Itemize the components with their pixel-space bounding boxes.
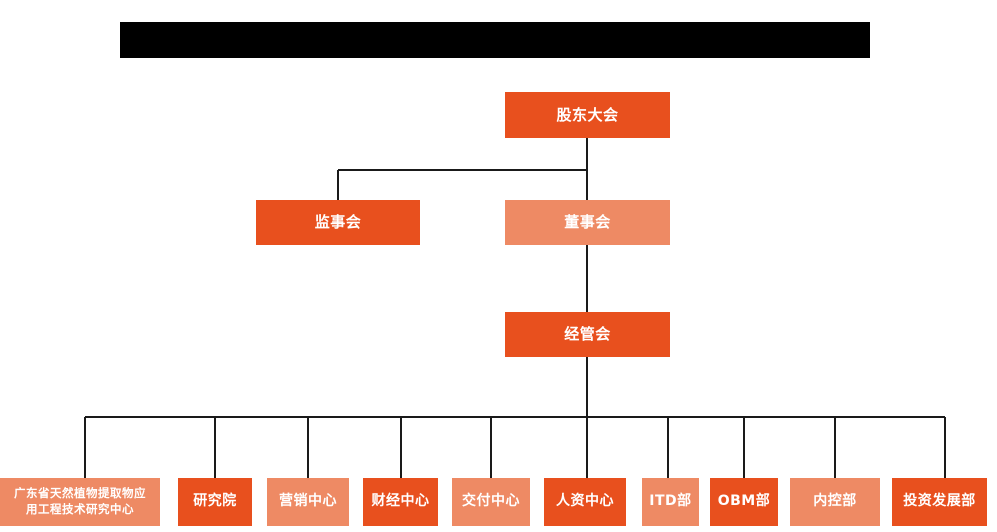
node-board-of-supervisors-label: 监事会 (314, 213, 362, 232)
node-department[interactable]: 财经中心 (363, 478, 438, 526)
node-shareholders-meeting[interactable]: 股东大会 (505, 92, 670, 138)
node-management-committee[interactable]: 经管会 (505, 312, 670, 357)
node-department[interactable]: 内控部 (790, 478, 880, 526)
node-department-label: 研究院 (193, 493, 237, 510)
node-department-label: 财经中心 (371, 493, 430, 510)
node-department-label: 营销中心 (279, 493, 337, 510)
node-department[interactable]: 研究院 (178, 478, 252, 526)
node-board-of-directors[interactable]: 董事会 (505, 200, 670, 245)
node-board-of-directors-label: 董事会 (564, 213, 611, 232)
node-department[interactable]: 广东省天然植物提取物应 用工程技术研究中心 (0, 478, 160, 526)
node-department-label: 投资发展部 (903, 493, 976, 510)
node-department-label: 广东省天然植物提取物应 用工程技术研究中心 (14, 486, 146, 516)
title-banner-redacted (120, 22, 870, 58)
node-department-label: OBM部 (717, 493, 771, 510)
node-department[interactable]: 营销中心 (267, 478, 349, 526)
node-department[interactable]: 投资发展部 (892, 478, 987, 526)
node-department[interactable]: ITD部 (642, 478, 699, 526)
node-department-label: 人资中心 (556, 493, 614, 510)
node-department[interactable]: 人资中心 (544, 478, 626, 526)
node-management-committee-label: 经管会 (564, 325, 611, 344)
node-department-label: ITD部 (649, 493, 692, 510)
node-board-of-supervisors[interactable]: 监事会 (256, 200, 420, 245)
node-department[interactable]: 交付中心 (452, 478, 530, 526)
node-department-label: 交付中心 (462, 493, 520, 510)
node-department-label: 内控部 (813, 493, 857, 510)
node-shareholders-meeting-label: 股东大会 (556, 105, 619, 124)
node-department[interactable]: OBM部 (710, 478, 778, 526)
